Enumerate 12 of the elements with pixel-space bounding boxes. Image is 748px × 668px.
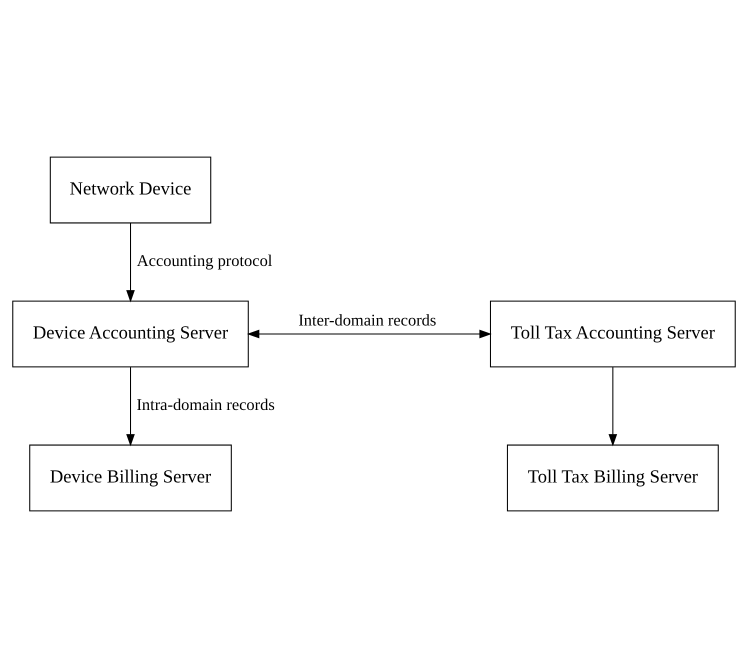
node-box: Device Billing Server bbox=[29, 444, 232, 512]
node-box: Network Device bbox=[50, 156, 212, 224]
arrow bbox=[608, 367, 618, 446]
arrow bbox=[126, 367, 135, 446]
edge-label: Accounting protocol bbox=[136, 250, 272, 270]
node-box: Toll Tax Billing Server bbox=[506, 444, 719, 512]
arrow bbox=[126, 223, 135, 302]
edge-label: Inter-domain records bbox=[298, 310, 436, 330]
node-box: Toll Tax Accounting Server bbox=[490, 300, 736, 368]
edge-label: Intra-domain records bbox=[136, 394, 275, 414]
arrow bbox=[246, 330, 492, 338]
node-box: Device Accounting Server bbox=[12, 300, 249, 368]
